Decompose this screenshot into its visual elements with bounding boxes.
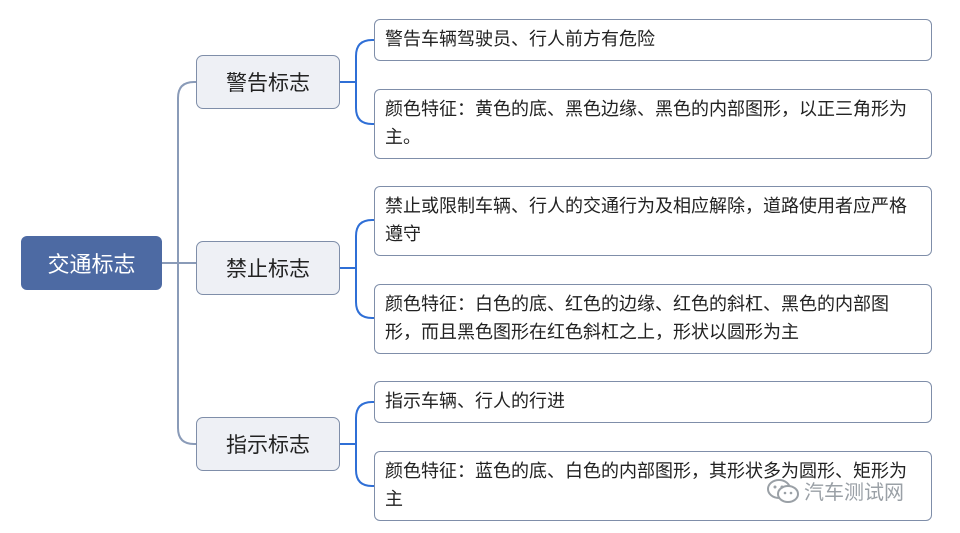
leaf-node[interactable]: 指示车辆、行人的行进: [374, 381, 932, 423]
connector-root-branch-1: [162, 81, 196, 445]
root-label: 交通标志: [47, 253, 136, 278]
leaf-text: 颜色特征：蓝色的底、白色的内部图形，其形状多为圆形、矩形为主: [385, 461, 907, 510]
leaf-node[interactable]: 颜色特征：蓝色的底、白色的内部图形，其形状多为圆形、矩形为主: [374, 451, 932, 521]
branch-node-indication[interactable]: 指示标志: [196, 417, 340, 471]
watermark-text: 汽车测试网: [804, 480, 904, 504]
connector-branch-2-leaves: [340, 219, 374, 319]
connector-branch-1-leaves: [340, 39, 374, 125]
branch-label: 指示标志: [226, 433, 310, 457]
branch-label: 禁止标志: [226, 257, 310, 281]
watermark: 汽车测试网: [766, 476, 904, 505]
leaf-node[interactable]: 警告车辆驾驶员、行人前方有危险: [374, 19, 932, 61]
leaf-text: 指示车辆、行人的行进: [385, 391, 565, 412]
wechat-icon: [767, 478, 799, 503]
branch-node-prohibition[interactable]: 禁止标志: [196, 241, 340, 295]
leaf-node[interactable]: 禁止或限制车辆、行人的交通行为及相应解除，道路使用者应严格遵守: [374, 186, 932, 256]
leaf-text: 警告车辆驾驶员、行人前方有危险: [385, 29, 655, 50]
leaf-node[interactable]: 颜色特征：白色的底、红色的边缘、红色的斜杠、黑色的内部图形，而且黑色图形在红色斜…: [374, 284, 932, 354]
leaf-text: 颜色特征：黄色的底、黑色边缘、黑色的内部图形，以正三角形为主。: [385, 99, 907, 148]
leaf-node[interactable]: 颜色特征：黄色的底、黑色边缘、黑色的内部图形，以正三角形为主。: [374, 89, 932, 159]
branch-node-warning[interactable]: 警告标志: [196, 55, 340, 109]
connector-branch-3-leaves: [340, 401, 374, 487]
leaf-text: 颜色特征：白色的底、红色的边缘、红色的斜杠、黑色的内部图形，而且黑色图形在红色斜…: [385, 294, 889, 343]
leaf-text: 禁止或限制车辆、行人的交通行为及相应解除，道路使用者应严格遵守: [385, 196, 907, 245]
root-node[interactable]: 交通标志: [21, 236, 162, 290]
branch-label: 警告标志: [226, 71, 310, 95]
